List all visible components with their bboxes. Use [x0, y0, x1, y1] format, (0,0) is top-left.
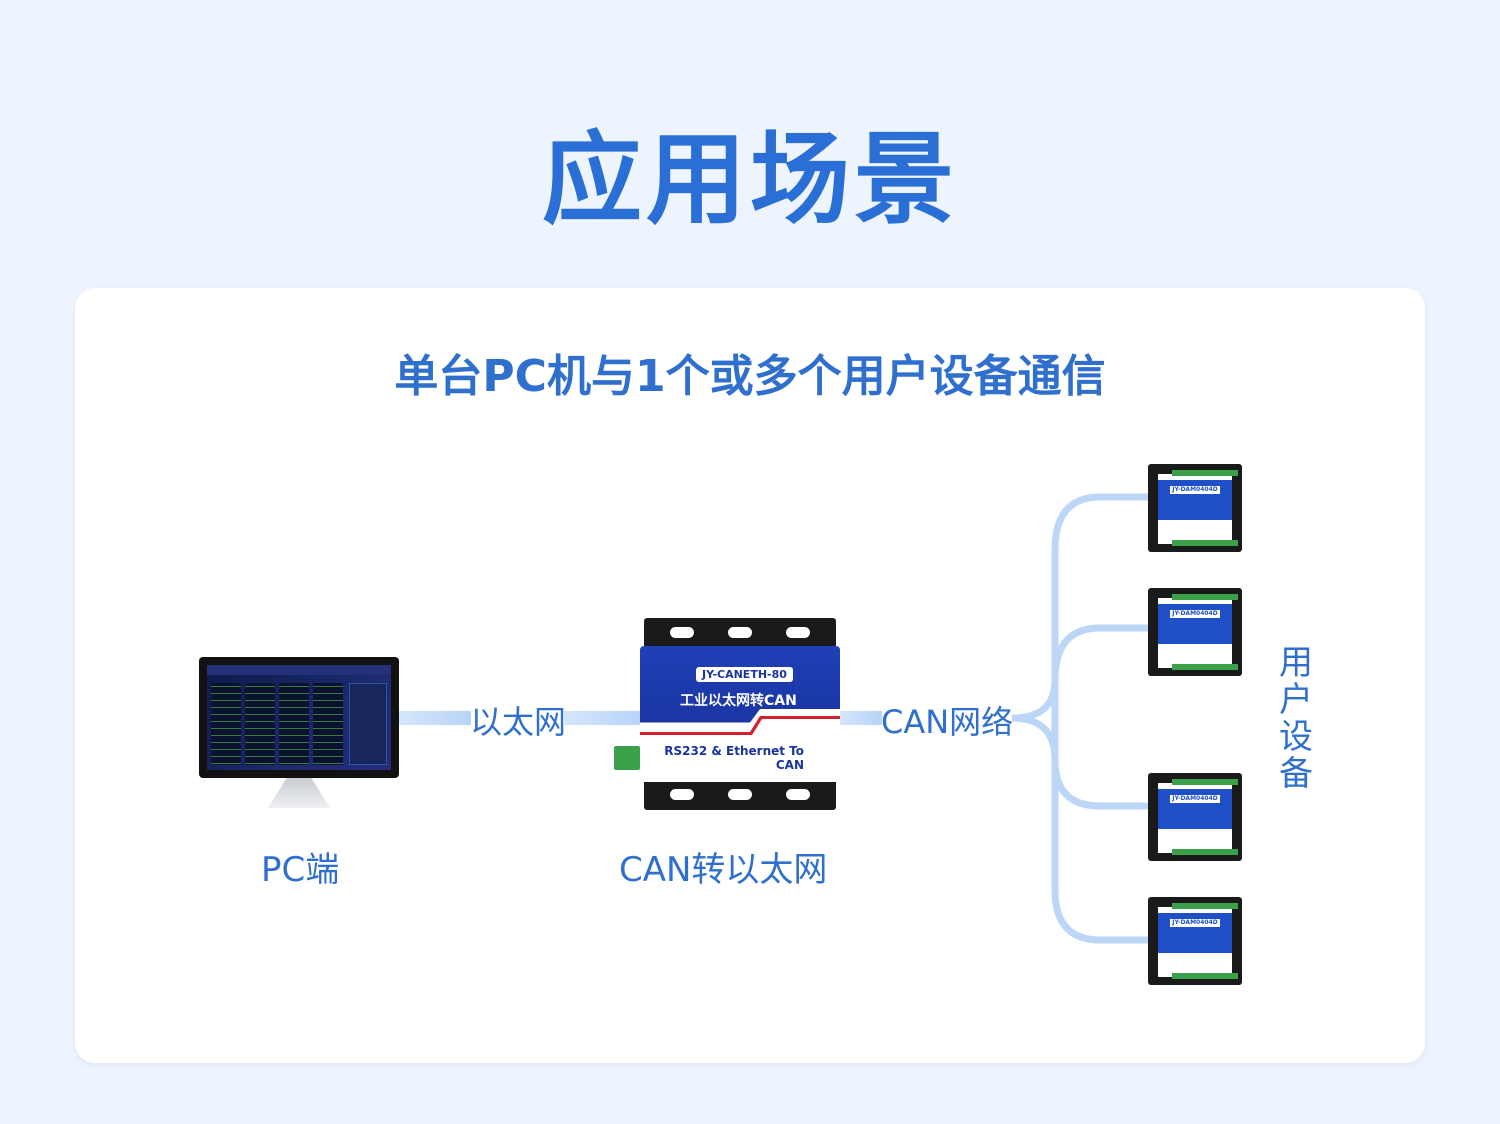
device-model: JY-DAM0404D: [1170, 486, 1220, 494]
converter-model: JY-CANETH-80: [696, 667, 793, 682]
device-model: JY-DAM0404D: [1170, 610, 1220, 618]
converter-label: CAN转以太网: [619, 850, 828, 890]
pc-label: PC端: [261, 850, 340, 890]
pc-monitor-icon: [199, 657, 399, 778]
user-device-1: JY-DAM0404D: [1148, 464, 1242, 552]
diagram-subtitle: 单台PC机与1个或多个用户设备通信: [394, 351, 1106, 402]
can-line: [840, 711, 882, 725]
branch-3: [1051, 759, 1150, 810]
user-device-3: JY-DAM0404D: [1148, 773, 1242, 861]
converter-name: 工业以太网转CAN: [680, 693, 797, 709]
can-terminal: [614, 746, 640, 770]
user-device-4: JY-DAM0404D: [1148, 897, 1242, 985]
can-ethernet-converter: JY-CANETH-80 工业以太网转CAN RS232 & Ethernet …: [640, 618, 840, 810]
ethernet-label: 以太网: [470, 703, 567, 741]
desc-line-1: RS232 & Ethernet To: [664, 744, 804, 758]
device-model: JY-DAM0404D: [1170, 795, 1220, 803]
branch-2: [1051, 624, 1150, 681]
ethernet-line: [399, 711, 471, 725]
can-bus-tree: [1011, 493, 1150, 944]
can-network-label: CAN网络: [881, 703, 1014, 741]
converter-description: RS232 & Ethernet To CAN: [664, 744, 804, 772]
ethernet-line-2: [563, 711, 643, 725]
trunk-join: [1011, 679, 1059, 761]
device-model: JY-DAM0404D: [1170, 919, 1220, 927]
branch-1: [1051, 493, 1150, 944]
user-device-2: JY-DAM0404D: [1148, 588, 1242, 676]
page-title: 应用场景: [542, 121, 958, 238]
user-devices-label: 用户设备: [1279, 643, 1313, 794]
desc-line-2: CAN: [775, 758, 804, 772]
